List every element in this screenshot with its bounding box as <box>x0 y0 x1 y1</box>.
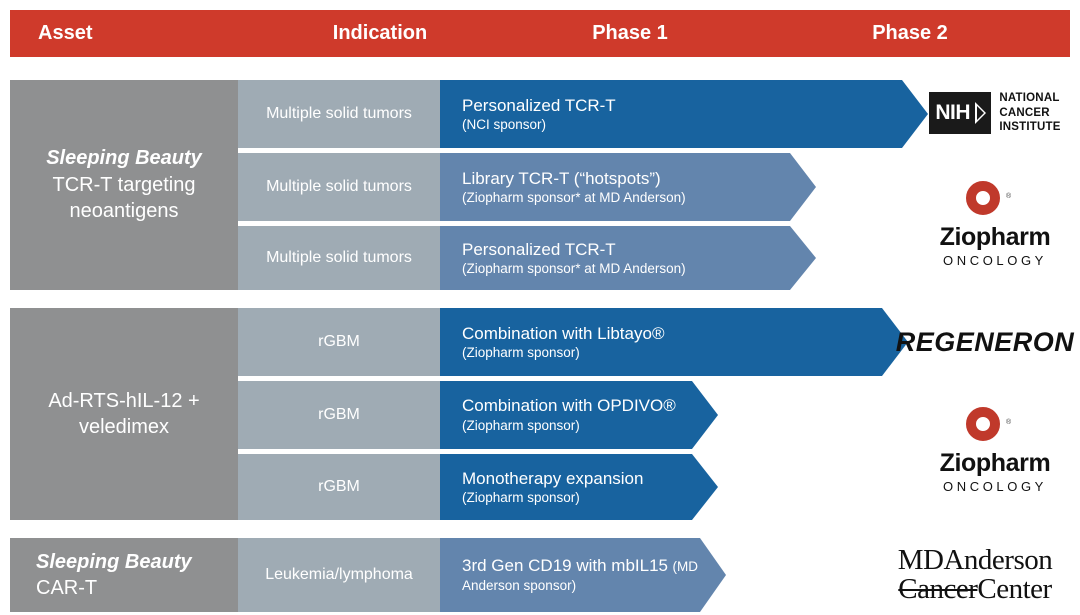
md-anderson-cancer-struck: Cancer <box>898 573 978 605</box>
regeneron-wordmark: REGENERON <box>895 326 1075 357</box>
indication-cell: rGBM <box>238 308 440 376</box>
md-anderson-line-2: CancerCenter <box>898 575 1053 604</box>
partner-logo-md-anderson: MDAnderson CancerCenter <box>870 540 1080 610</box>
program-title: Monotherapy expansion <box>462 468 644 488</box>
program-title: Personalized TCR-T <box>462 95 616 115</box>
pipeline-section-sleeping-beauty-tcrt: Sleeping Beauty TCR-T targeting neoantig… <box>10 80 1070 290</box>
pipeline-row[interactable]: Multiple solid tumors Personalized TCR-T… <box>238 80 1070 148</box>
phase-bar[interactable]: Library TCR-T (“hotspots”) (Ziopharm spo… <box>440 153 816 221</box>
indication-cell: Multiple solid tumors <box>238 226 440 290</box>
partner-logo-ziopharm: ® Ziopharm ONCOLOGY <box>910 168 1080 278</box>
md-anderson-anderson: Anderson <box>943 544 1053 576</box>
phase-bar[interactable]: Personalized TCR-T (NCI sponsor) <box>440 80 928 148</box>
ziopharm-ring-shape <box>966 406 1000 441</box>
indication-cell: Multiple solid tumors <box>238 80 440 148</box>
program-title: Library TCR-T (“hotspots”) <box>462 168 661 188</box>
program-sponsor: (Ziopharm sponsor) <box>462 417 580 433</box>
program-title: Combination with Libtayo® <box>462 323 665 343</box>
ziopharm-wordmark: Ziopharm <box>939 448 1051 477</box>
registered-mark-icon: ® <box>1006 192 1012 200</box>
ziopharm-ring-shape <box>966 180 1000 215</box>
nih-wordmark: NIH <box>935 101 971 124</box>
asset-name-italic: Sleeping Beauty <box>36 550 192 573</box>
phase-bar[interactable]: Monotherapy expansion (Ziopharm sponsor) <box>440 454 718 520</box>
column-header-asset: Asset <box>38 22 93 44</box>
ziopharm-subtext: ONCOLOGY <box>943 252 1047 268</box>
program-sponsor: (Ziopharm sponsor) <box>462 344 580 360</box>
pipeline-section-sleeping-beauty-cart: Sleeping Beauty CAR-T Leukemia/lymphoma … <box>10 538 1070 612</box>
program-title: Combination with OPDIVO® <box>462 396 676 416</box>
md-anderson-md: MD <box>897 544 944 576</box>
program-sponsor: (Ziopharm sponsor* at MD Anderson) <box>462 189 686 205</box>
chevron-inner-icon <box>977 106 985 120</box>
program-title: 3rd Gen CD19 with mbIL15 <box>462 556 668 576</box>
pipeline-row[interactable]: rGBM Monotherapy expansion (Ziopharm spo… <box>238 454 1070 520</box>
nci-line-3: INSTITUTE <box>999 121 1061 134</box>
column-header-phase-2: Phase 2 <box>872 22 948 44</box>
program-sponsor: (NCI sponsor) <box>462 116 547 132</box>
column-header-phase-1: Phase 1 <box>592 22 668 44</box>
indication-cell: Multiple solid tumors <box>238 153 440 221</box>
program-sponsor: (MD Anderson sponsor) <box>462 559 698 593</box>
program-sponsor: (Ziopharm sponsor* at MD Anderson) <box>462 260 686 276</box>
pipeline-row[interactable]: Multiple solid tumors Personalized TCR-T… <box>238 226 1070 290</box>
pipeline-header-bar: Asset Indication Phase 1 Phase 2 <box>10 10 1070 57</box>
program-sponsor: (Ziopharm sponsor) <box>462 489 580 505</box>
column-header-indication: Indication <box>332 22 428 44</box>
asset-name-rest: CAR-T <box>36 577 98 599</box>
asset-name-italic: Sleeping Beauty <box>46 147 202 170</box>
phase-bar[interactable]: Combination with Libtayo® (Ziopharm spon… <box>440 308 908 376</box>
indication-cell: rGBM <box>238 454 440 520</box>
indication-cell: Leukemia/lymphoma <box>238 538 440 612</box>
ziopharm-ring-icon: ® <box>930 179 1060 225</box>
asset-cell-sleeping-beauty-cart: Sleeping Beauty CAR-T <box>10 538 238 612</box>
program-title: Personalized TCR-T <box>462 239 616 259</box>
asset-name-rest: TCR-T targeting neoantigens <box>52 173 196 223</box>
nih-badge-icon: NIH <box>929 92 992 134</box>
asset-cell-sleeping-beauty-tcrt: Sleeping Beauty TCR-T targeting neoantig… <box>10 80 238 290</box>
pipeline-section-ad-rts-hil-12: Ad-RTS-hIL-12 + veledimex rGBM Combinati… <box>10 308 1074 520</box>
pipeline-row[interactable]: Leukemia/lymphoma 3rd Gen CD19 with mbIL… <box>238 538 1070 612</box>
nci-wordmark: NATIONAL CANCER INSTITUTE <box>999 91 1060 135</box>
registered-mark-icon: ® <box>1006 418 1012 426</box>
indication-cell: rGBM <box>238 381 440 449</box>
phase-bar[interactable]: Combination with OPDIVO® (Ziopharm spons… <box>440 381 718 449</box>
partner-logo-ziopharm: ® Ziopharm ONCOLOGY <box>910 394 1080 504</box>
phase-bar[interactable]: Personalized TCR-T (Ziopharm sponsor* at… <box>440 226 816 290</box>
pipeline-row[interactable]: Multiple solid tumors Library TCR-T (“ho… <box>238 153 1070 221</box>
nci-line-1: NATIONAL <box>999 91 1060 104</box>
ziopharm-subtext: ONCOLOGY <box>943 478 1047 494</box>
asset-cell-ad-rts-hil-12: Ad-RTS-hIL-12 + veledimex <box>10 308 238 520</box>
md-anderson-center: Center <box>977 573 1052 605</box>
partner-logo-nih-nci: NIH NATIONAL CANCER INSTITUTE <box>920 84 1070 142</box>
pipeline-row[interactable]: rGBM Combination with Libtayo® (Ziopharm… <box>238 308 1070 376</box>
ziopharm-ring-icon: ® <box>930 405 1060 451</box>
md-anderson-line-1: MDAnderson <box>898 546 1053 575</box>
asset-name-rest: Ad-RTS-hIL-12 + veledimex <box>48 389 200 438</box>
phase-bar[interactable]: 3rd Gen CD19 with mbIL15 (MD Anderson sp… <box>440 538 726 612</box>
nci-line-2: CANCER <box>999 106 1050 119</box>
ziopharm-wordmark: Ziopharm <box>939 222 1051 251</box>
partner-logo-regeneron: REGENERON <box>890 320 1080 364</box>
pipeline-row[interactable]: rGBM Combination with OPDIVO® (Ziopharm … <box>238 381 1070 449</box>
